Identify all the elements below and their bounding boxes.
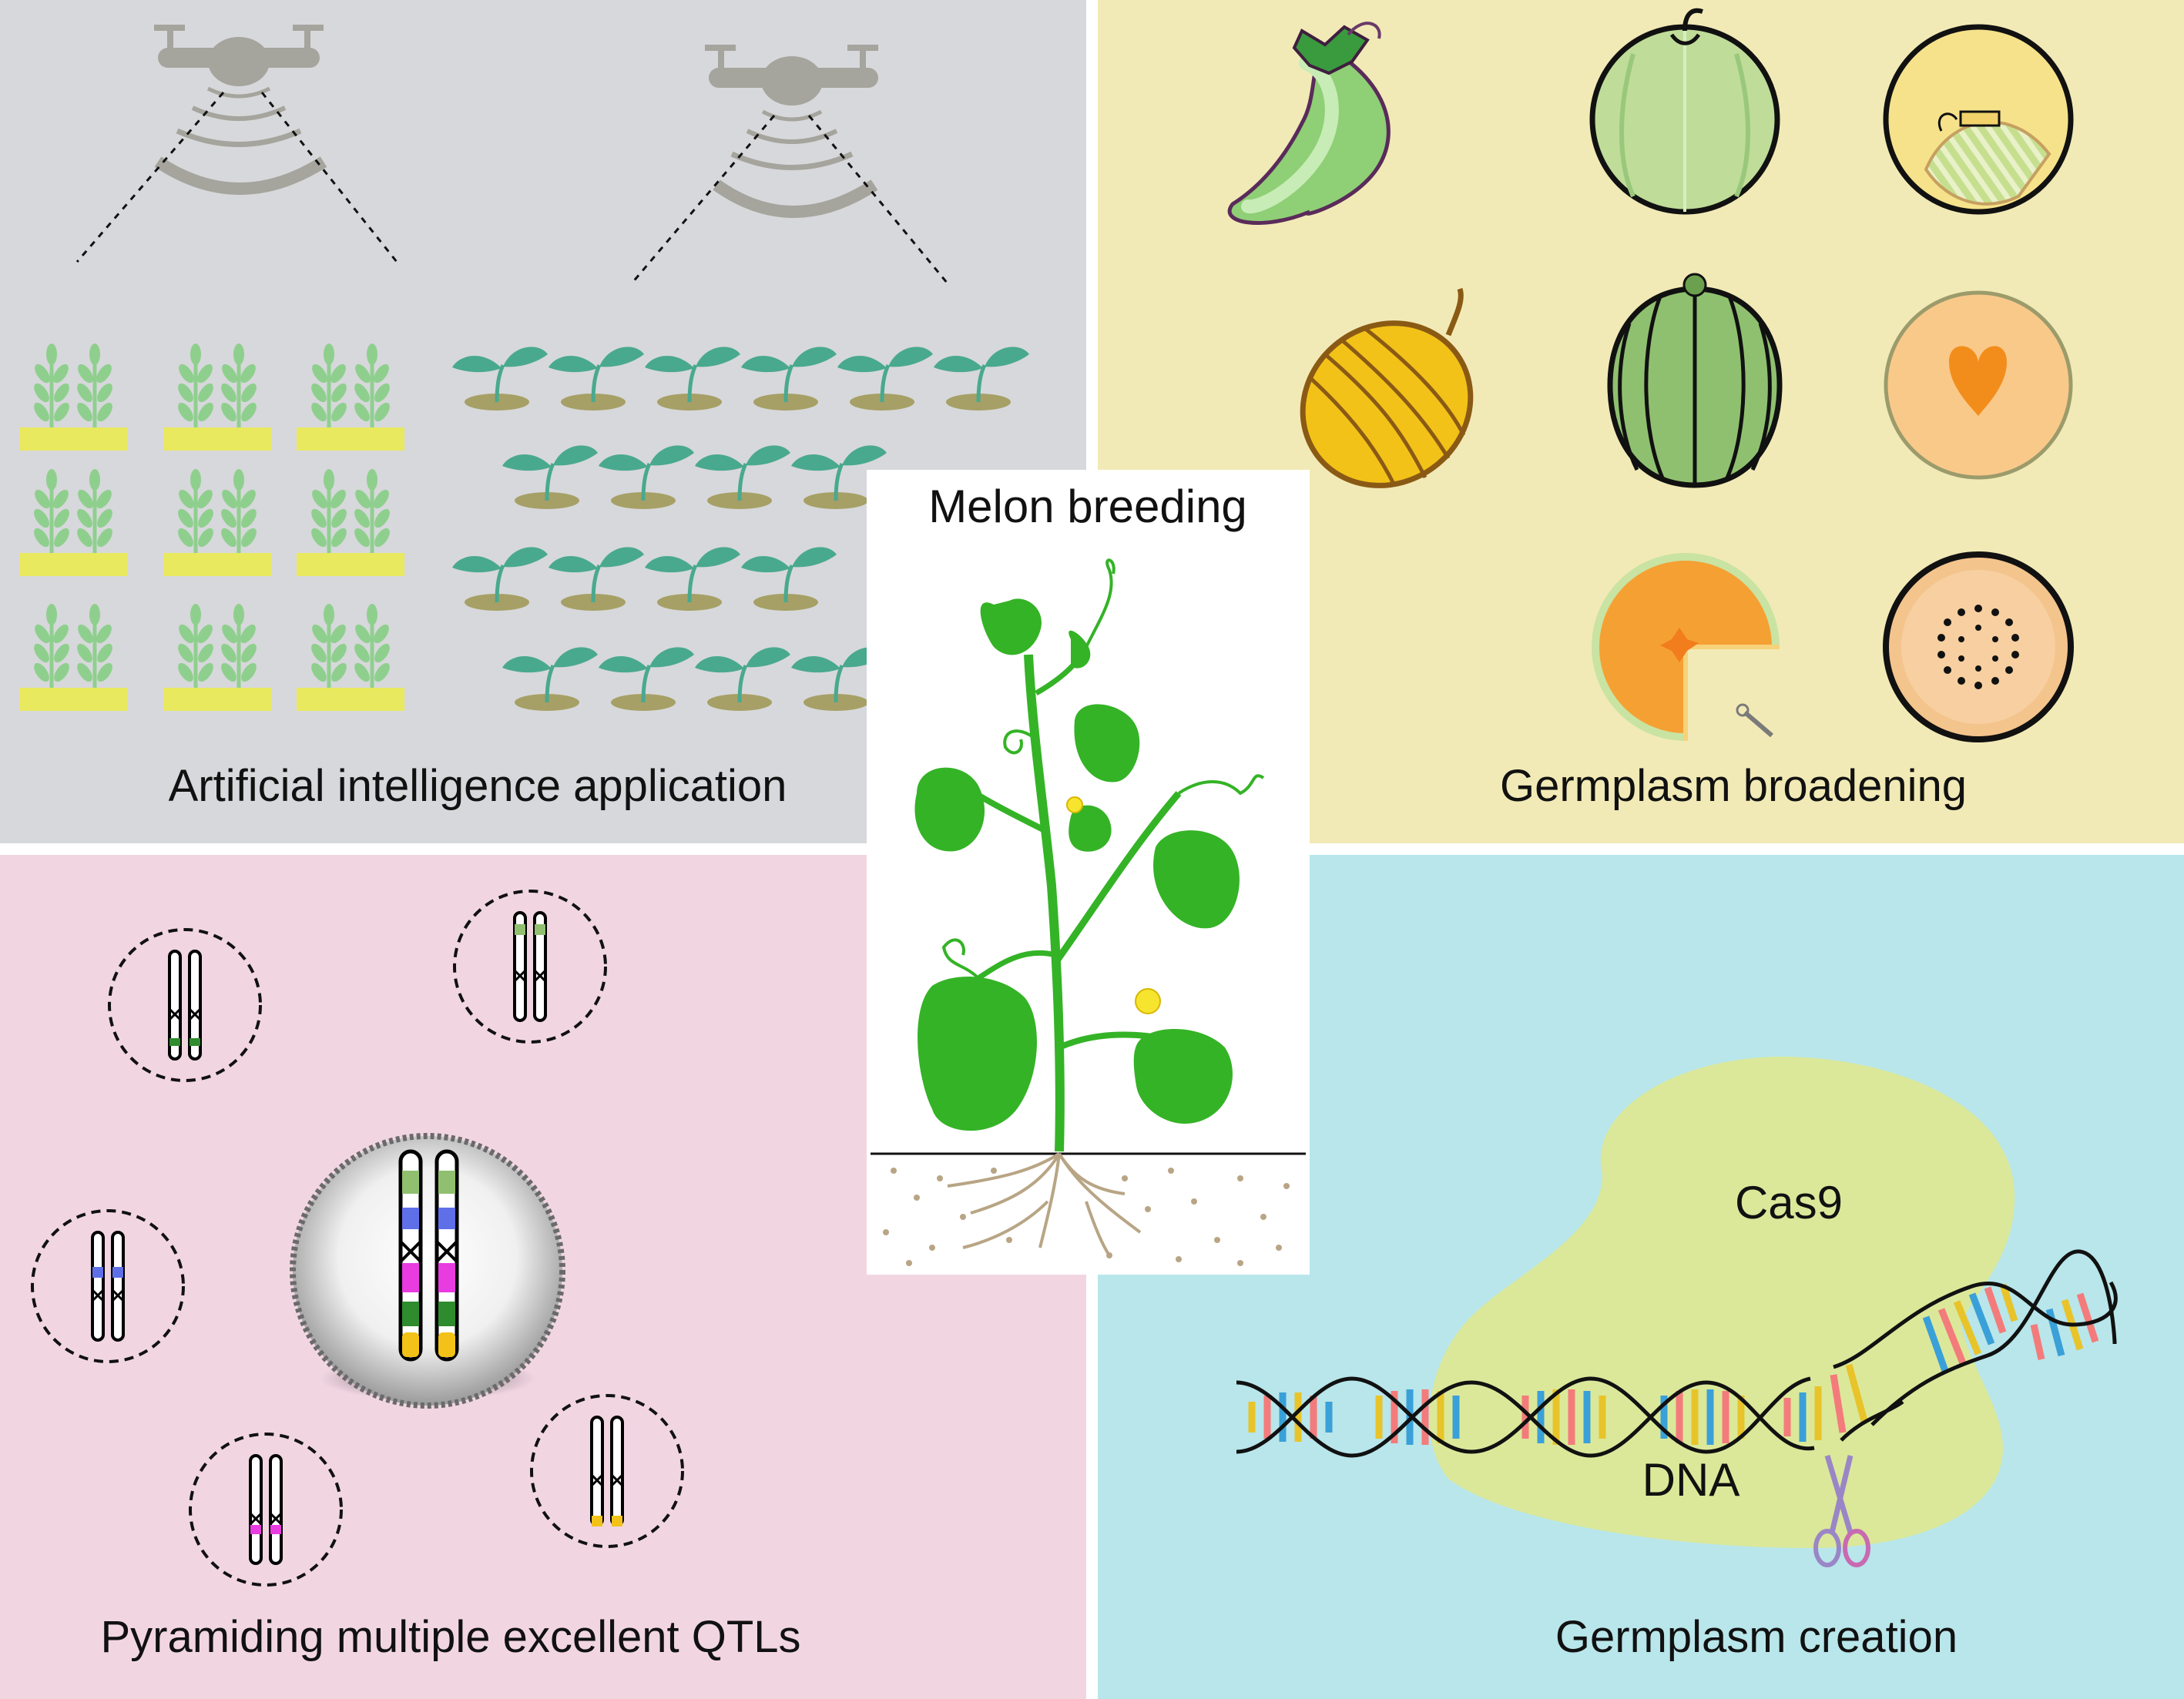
label-pyramiding-qtls: Pyramiding multiple excellent QTLs xyxy=(100,1612,800,1662)
label-germplasm-broadening: Germplasm broadening xyxy=(1500,761,1967,811)
dna-double-helix xyxy=(1236,1249,2118,1458)
chromosome-circle-5 xyxy=(530,1394,684,1548)
melon-flesh-icon xyxy=(1884,290,2073,480)
yellow-melon-icon xyxy=(1300,287,1474,488)
chromosome-circle-4 xyxy=(189,1433,343,1587)
cut-melon-icon xyxy=(1883,24,2074,215)
cantaloupe-section-icon xyxy=(1883,551,2074,742)
cucumber-icon xyxy=(1227,22,1391,225)
dna-label: DNA xyxy=(1642,1454,1740,1506)
striped-melon-icon xyxy=(1607,273,1783,488)
label-germplasm-creation: Germplasm creation xyxy=(1555,1612,1958,1662)
pyramided-chromosome-sphere xyxy=(290,1133,565,1409)
melon-plant xyxy=(871,558,1306,1266)
cas9-protein-blob xyxy=(1429,1056,2015,1548)
chromosome-circle-1 xyxy=(108,928,262,1082)
green-melon-icon xyxy=(1589,8,1780,215)
drone-left-icon xyxy=(75,25,398,263)
scissors-icon xyxy=(1813,1454,1870,1567)
chromosome-circle-3 xyxy=(31,1209,185,1363)
center-title: Melon breeding xyxy=(928,481,1247,532)
orange-melon-slice-icon xyxy=(1592,553,1782,743)
drone-right-icon xyxy=(630,45,949,284)
label-ai-application: Artificial intelligence application xyxy=(169,761,787,811)
chromosome-circle-2 xyxy=(453,890,607,1044)
cas9-label: Cas9 xyxy=(1735,1177,1843,1228)
